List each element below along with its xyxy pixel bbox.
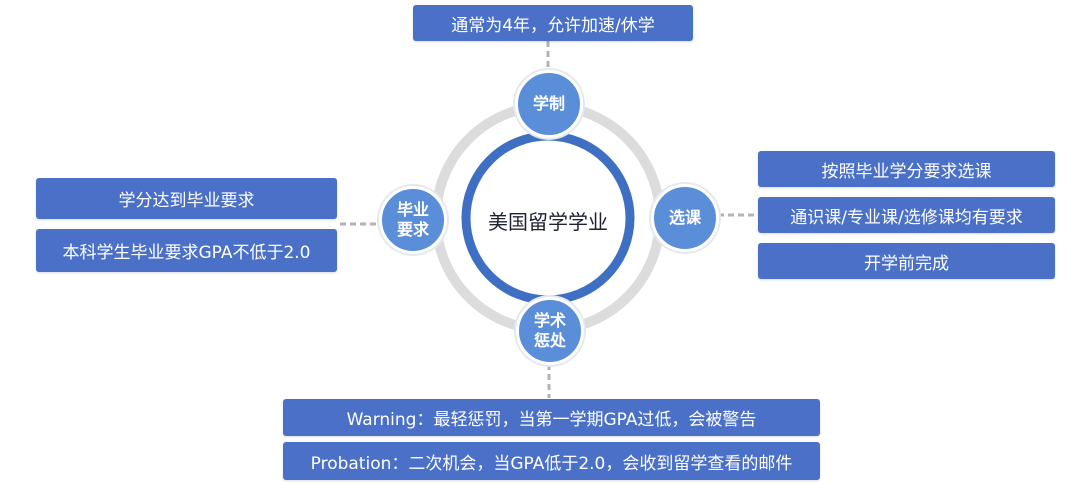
box-graduation-requirements-1: 本科学生毕业要求GPA不低于2.0 bbox=[36, 229, 337, 272]
node-academic-discipline: 学术 惩处 bbox=[516, 297, 584, 365]
node-graduation-requirements: 毕业 要求 bbox=[379, 186, 447, 254]
node-graduation-requirements-line1: 毕业 bbox=[396, 200, 429, 219]
center-title: 美国留学学业 bbox=[488, 210, 608, 234]
box-academic-system-0: 通常为4年，允许加速/休学 bbox=[413, 5, 693, 41]
node-academic-system: 学制 bbox=[515, 70, 583, 138]
node-course-selection-label: 选课 bbox=[668, 208, 701, 227]
box-academic-discipline-1: Probation：二次机会，当GPA低于2.0，会收到留学查看的邮件 bbox=[283, 442, 820, 480]
box-academic-discipline-0: Warning：最轻惩罚，当第一学期GPA过低，会被警告 bbox=[283, 399, 820, 436]
box-course-selection-0: 按照毕业学分要求选课 bbox=[758, 151, 1055, 187]
node-academic-discipline-line1: 学术 bbox=[533, 311, 566, 330]
node-academic-discipline-line2: 惩处 bbox=[533, 331, 566, 350]
box-graduation-requirements-0: 学分达到毕业要求 bbox=[36, 178, 337, 219]
node-course-selection: 选课 bbox=[651, 184, 719, 252]
box-course-selection-2: 开学前完成 bbox=[758, 243, 1055, 279]
box-course-selection-1: 通识课/专业课/选修课均有要求 bbox=[758, 197, 1055, 233]
node-academic-system-label: 学制 bbox=[532, 94, 565, 113]
node-graduation-requirements-line2: 要求 bbox=[396, 220, 429, 239]
